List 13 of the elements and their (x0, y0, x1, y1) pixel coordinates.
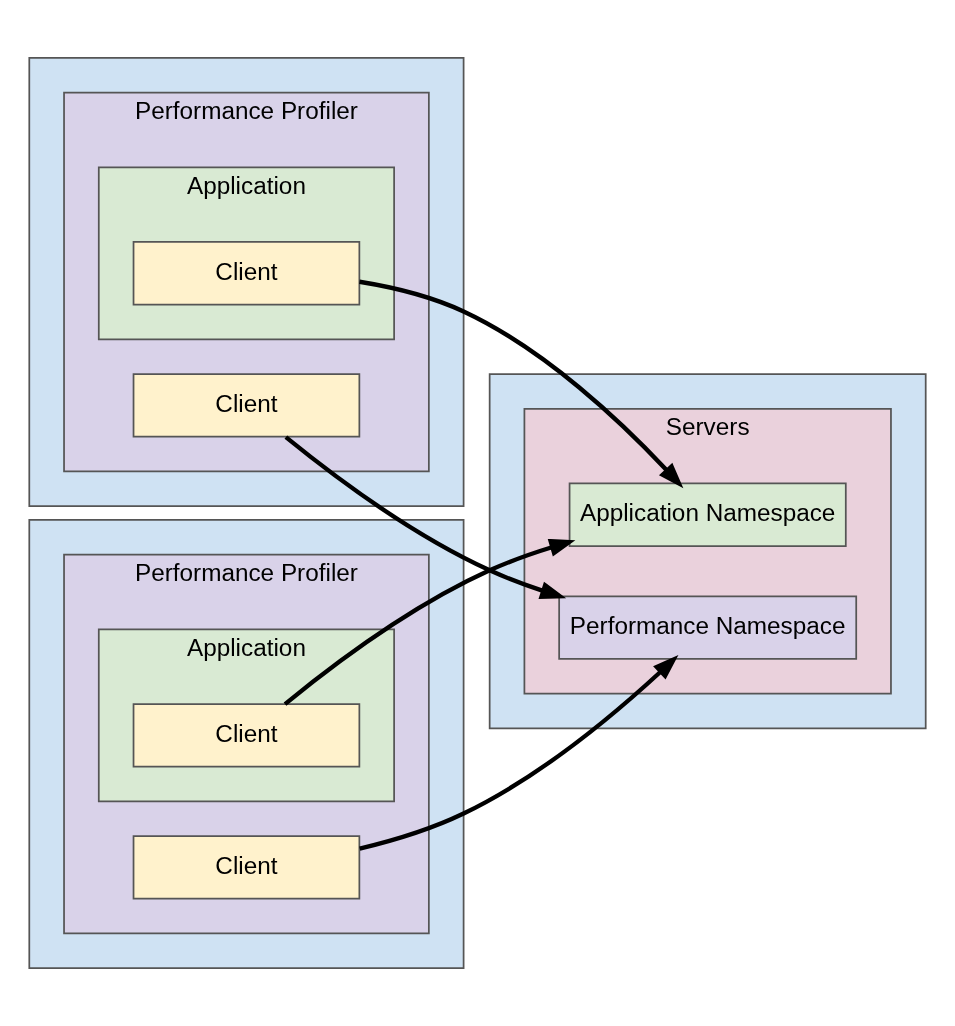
node-box: Application Namespace (568, 482, 847, 547)
cluster (28, 57, 465, 507)
cluster (488, 373, 927, 730)
arrow (284, 435, 567, 600)
node-box: Client (132, 835, 361, 900)
arrow (283, 538, 576, 706)
node-box: Client (132, 703, 361, 768)
arrow (359, 655, 679, 851)
node-box: Client (132, 373, 361, 438)
node-box: Client (132, 241, 361, 306)
node-box: Performance Namespace (558, 595, 858, 660)
cluster (28, 519, 465, 969)
arrow (359, 279, 684, 489)
